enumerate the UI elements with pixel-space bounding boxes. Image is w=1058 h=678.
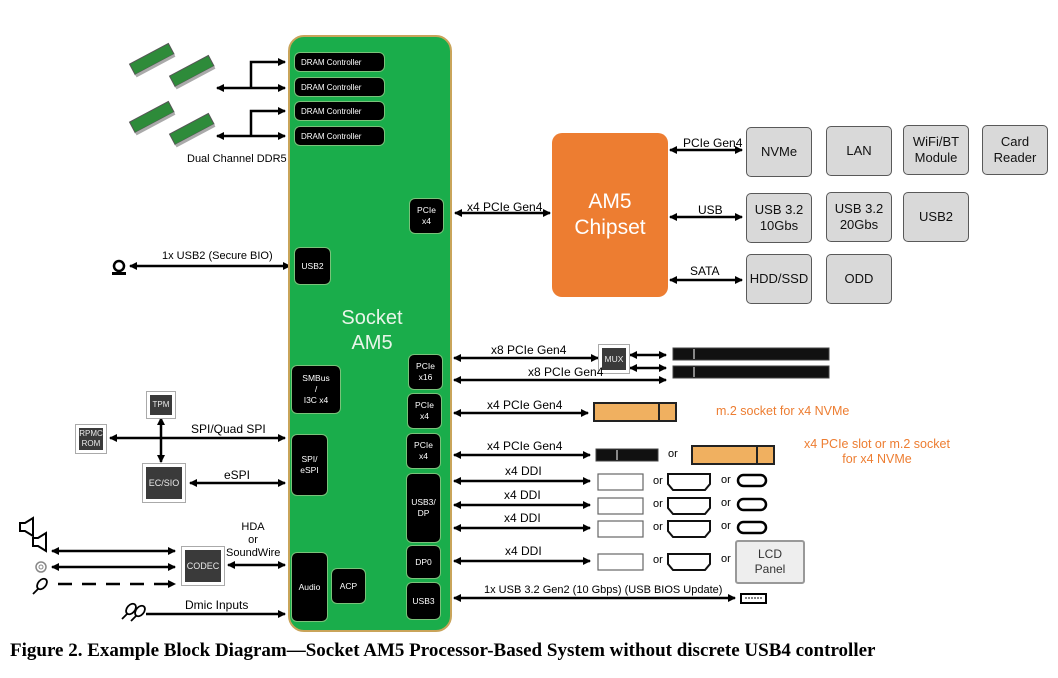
display-port-icons xyxy=(597,473,644,571)
dram-controller-4: DRAM Controller xyxy=(294,126,385,146)
codec-chip: CODEC xyxy=(185,550,221,582)
ddi-label-4: x4 DDI xyxy=(505,544,542,558)
usb2-link-label: 1x USB2 (Secure BIO) xyxy=(162,250,273,262)
device-nvme: NVMe xyxy=(746,127,812,177)
ddi-label-1: x4 DDI xyxy=(505,464,542,478)
or-label: or xyxy=(653,475,663,487)
usb3-block: USB3 xyxy=(406,582,441,620)
chipset-pcie-label: PCIe Gen4 xyxy=(683,136,743,150)
ddi-label-3: x4 DDI xyxy=(504,511,541,525)
or-label: or xyxy=(653,521,663,533)
m2-socket-icon xyxy=(593,402,775,465)
dram-controller-1: DRAM Controller xyxy=(294,52,385,72)
speaker-icon xyxy=(19,516,47,553)
audio-block: Audio xyxy=(291,552,328,622)
pcie-x4-block-b: PCIe x4 xyxy=(406,433,441,469)
dram-controller-2: DRAM Controller xyxy=(294,77,385,97)
espi-link-label: eSPI xyxy=(224,468,251,482)
pcie-x16-slot-icon xyxy=(672,347,830,379)
device-odd: ODD xyxy=(826,254,892,304)
or-label: or xyxy=(668,448,678,460)
or-label: or xyxy=(721,474,731,486)
microphone-icon xyxy=(32,577,146,622)
pcie-x4-slot-icon xyxy=(595,448,659,462)
slot-or-m2-label: x4 PCIe slot or m.2 socket for x4 NVMe xyxy=(804,437,950,466)
x8-link-label-b: x8 PCIe Gen4 xyxy=(528,365,604,379)
device-hdd-ssd: HDD/SSD xyxy=(746,254,812,304)
mux-chip: MUX xyxy=(602,348,626,370)
device-lan: LAN xyxy=(826,126,892,176)
socket-title: Socket AM5 xyxy=(341,307,403,354)
device-usb32-20g: USB 3.2 20Gbs xyxy=(826,192,892,242)
or-label: or xyxy=(653,498,663,510)
ddi-label-2: x4 DDI xyxy=(504,488,541,502)
tpm-chip: TPM xyxy=(150,395,172,415)
device-card-reader: Card Reader xyxy=(982,125,1048,175)
hdmi-port-icons xyxy=(667,473,711,571)
usb-a-port-icon xyxy=(740,593,767,604)
chipset-link-label: x4 PCIe Gen4 xyxy=(467,200,543,214)
or-label: or xyxy=(721,497,731,509)
device-usb32-10g: USB 3.2 10Gbs xyxy=(746,193,812,243)
pcie-x4-block-a: PCIe x4 xyxy=(407,393,442,429)
dmic-label: Dmic Inputs xyxy=(185,598,249,612)
camera-icon xyxy=(112,259,126,275)
x8-link-label-a: x8 PCIe Gen4 xyxy=(491,343,567,357)
lcd-panel: LCD Panel xyxy=(735,540,805,584)
connector-lines xyxy=(51,58,743,618)
smbus-i3c-block: SMBus / I3C x4 xyxy=(291,365,341,414)
pcie-x4-chipset-block: PCIe x4 xyxy=(409,198,444,234)
usb-c-port-icons xyxy=(736,473,768,535)
hda-label: HDA or SoundWire xyxy=(226,521,281,559)
spi-link-label: SPI/Quad SPI xyxy=(191,422,266,436)
chipset-usb-label: USB xyxy=(698,203,723,217)
m2-link-label: x4 PCIe Gen4 xyxy=(487,398,563,412)
ddr5-module-icon xyxy=(128,42,216,148)
ec-sio-chip: EC/SIO xyxy=(146,467,182,499)
chipset-sata-label: SATA xyxy=(690,264,720,278)
device-usb2: USB2 xyxy=(903,192,969,242)
usb3-link-label: 1x USB 3.2 Gen2 (10 Gbps) (USB BIOS Upda… xyxy=(484,584,723,596)
ddr5-label: Dual Channel DDR5 xyxy=(187,153,287,165)
or-label: or xyxy=(721,520,731,532)
usb3-dp-block: USB3/ DP xyxy=(406,473,441,543)
rpmc-rom-chip: RPMC ROM xyxy=(79,428,103,450)
m2-socket-label: m.2 socket for x4 NVMe xyxy=(716,404,850,418)
device-wifi-bt: WiFi/BT Module xyxy=(903,125,969,175)
figure-caption: Figure 2. Example Block Diagram—Socket A… xyxy=(10,640,876,661)
spi-espi-block: SPI/ eSPI xyxy=(291,434,328,496)
or-label: or xyxy=(721,553,731,565)
dram-controller-3: DRAM Controller xyxy=(294,101,385,121)
acp-block: ACP xyxy=(331,568,366,604)
usb2-block: USB2 xyxy=(294,247,331,285)
headphone-jack-icon xyxy=(35,561,47,573)
or-label: or xyxy=(653,554,663,566)
am5-chipset: AM5 Chipset xyxy=(552,133,668,297)
dp0-block: DP0 xyxy=(406,545,441,579)
pcie-x16-block: PCIe x16 xyxy=(408,354,443,390)
slot-link-label: x4 PCIe Gen4 xyxy=(487,439,563,453)
